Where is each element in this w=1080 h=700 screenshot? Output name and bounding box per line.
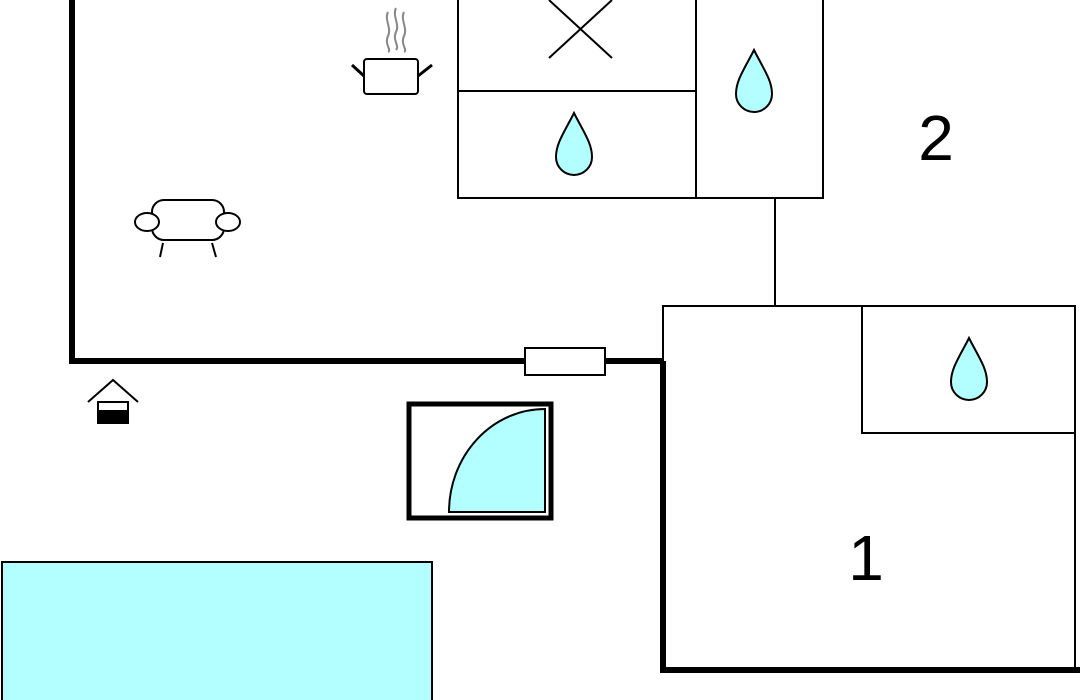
water-drop-icon — [734, 47, 774, 113]
quarter-circle-shower-icon — [406, 401, 554, 521]
cross-mark-icon — [548, 0, 613, 59]
room-1-top-wall — [662, 305, 1076, 670]
utility-block — [457, 0, 824, 199]
room-1-label: 1 — [848, 522, 884, 594]
cooking-pot-icon — [350, 7, 433, 95]
room-2-label: 2 — [918, 102, 954, 174]
exterior-wall-left — [69, 0, 525, 364]
house-entrance-icon — [87, 378, 139, 424]
window — [524, 347, 606, 376]
bathroom-room-1 — [861, 306, 1075, 434]
pool — [1, 561, 433, 700]
exterior-wall-room-1 — [660, 361, 1080, 673]
sofa-icon — [134, 199, 241, 258]
water-drop-icon — [554, 110, 594, 176]
water-drop-icon — [949, 335, 989, 401]
